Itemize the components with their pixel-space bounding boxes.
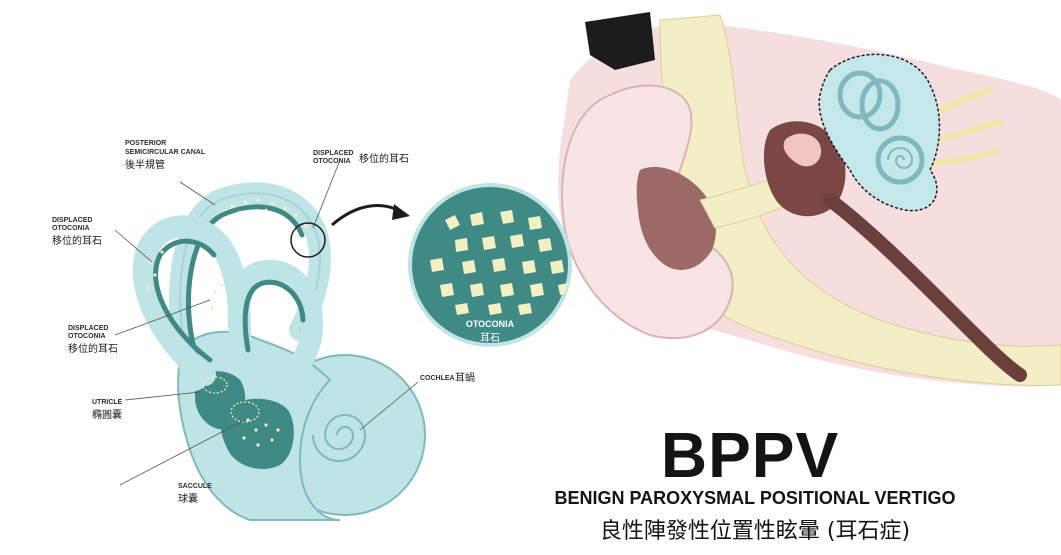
saccule-shape xyxy=(220,398,294,470)
label-displaced-left-line2: OTOCONIA xyxy=(52,225,90,232)
otoconia-zoom xyxy=(408,183,572,347)
inner-ear-canals xyxy=(837,70,925,185)
inner-ear-outline xyxy=(818,53,941,212)
hair xyxy=(585,12,655,70)
inner-ear-spiral xyxy=(887,147,914,169)
lateral-canal-left xyxy=(132,215,251,386)
ear-canal xyxy=(636,166,716,270)
arrow-head xyxy=(392,204,410,220)
label-displaced-lower-line2: OTOCONIA xyxy=(68,333,106,340)
label-posterior-line2: SEMICIRCULAR CANAL xyxy=(125,149,206,156)
displaced-otoconia-dots xyxy=(146,198,308,447)
cochlea-spiral xyxy=(312,414,367,462)
label-displaced-left-line1: DISPLACED xyxy=(52,217,92,224)
label-displaced-left-zh: 移位的耳石 xyxy=(52,234,102,247)
page-subtitle-zh: 良性陣發性位置性眩暈 (耳石症) xyxy=(599,519,911,544)
label-displaced-top-line2: OTOCONIA xyxy=(313,158,351,165)
semicircular-canals xyxy=(132,182,331,391)
label-saccule: SACCULE xyxy=(178,483,212,490)
posterior-canal xyxy=(169,182,331,391)
label-displaced-lower-zh: 移位的耳石 xyxy=(68,342,118,355)
otoconia-crystals xyxy=(430,210,570,315)
label-otoconia-zoom-zh: 耳石 xyxy=(480,332,500,344)
zoom-arrow xyxy=(331,204,403,227)
leader-lines xyxy=(114,159,419,486)
label-displaced-top-zh: 移位的耳石 xyxy=(359,152,409,165)
label-cochlea-zh: 耳蝸 xyxy=(455,372,475,384)
page-subtitle: BENIGN PAROXYSMAL POSITIONAL VERTIGO xyxy=(554,488,956,508)
label-cochlea: COCHLEA xyxy=(420,375,455,382)
ossicles xyxy=(783,133,822,167)
label-posterior-zh: 後半規管 xyxy=(125,158,165,171)
anterior-canal xyxy=(227,259,324,391)
page-title: BPPV xyxy=(660,419,840,491)
label-displaced-lower-line1: DISPLACED xyxy=(68,325,108,332)
label-otoconia-zoom: OTOCONIA xyxy=(466,319,515,329)
ear-cross-section xyxy=(558,12,1061,387)
label-utricle: UTRICLE xyxy=(92,399,123,406)
label-posterior-line1: POSTERIOR xyxy=(125,140,166,147)
eustachian-tube xyxy=(823,193,1027,382)
label-displaced-top-line1: DISPLACED xyxy=(313,150,353,157)
label-utricle-zh: 橢圓囊 xyxy=(92,408,122,421)
labyrinth-diagram xyxy=(132,182,426,521)
focus-circle xyxy=(290,222,326,258)
label-saccule-zh: 球囊 xyxy=(178,492,198,505)
